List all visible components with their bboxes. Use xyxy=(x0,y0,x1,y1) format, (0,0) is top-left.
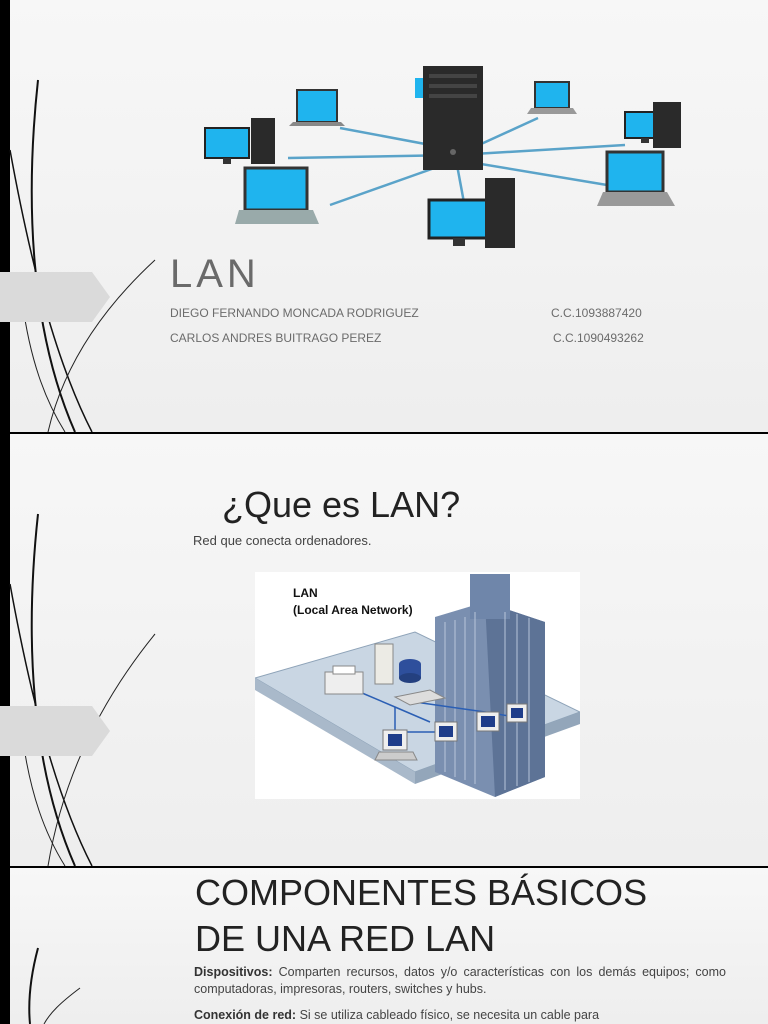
slide-title: ¿Que es LAN? xyxy=(222,484,461,525)
slide-left-bar xyxy=(0,434,10,866)
slide-title: LAN xyxy=(170,252,260,296)
office-building-icon xyxy=(435,574,545,797)
author-row: DIEGO FERNANDO MONCADA RODRIGUEZ C.C.109… xyxy=(170,306,670,320)
server-icon xyxy=(374,643,394,685)
author-name: DIEGO FERNANDO MONCADA RODRIGUEZ xyxy=(170,306,419,320)
desktop-computer-icon xyxy=(427,178,515,248)
laptop-icon xyxy=(235,166,319,224)
database-icon xyxy=(399,659,421,683)
slide-title-line: DE UNA RED LAN xyxy=(195,918,496,959)
decorative-swoosh xyxy=(28,947,81,1024)
slide-subtitle: Red que conecta ordenadores. xyxy=(193,533,372,548)
desktop-computer-icon xyxy=(374,729,418,761)
component-text: Comparten recursos, datos y/o caracterís… xyxy=(194,965,726,996)
slide-title-line: COMPONENTES BÁSICOS xyxy=(195,872,648,913)
slide-left-bar xyxy=(0,868,10,1024)
component-text: Si se utiliza cableado físico, se necesi… xyxy=(296,1008,600,1022)
network-diagram xyxy=(204,66,681,248)
component-description: Conexión de red: Si se utiliza cableado … xyxy=(194,1007,726,1024)
desktop-computer-icon xyxy=(204,118,275,164)
desktop-computer-icon xyxy=(624,102,681,148)
desktop-computer-icon xyxy=(506,703,528,723)
component-term: Conexión de red: xyxy=(194,1008,297,1022)
title-slide: LAN DIEGO FERNANDO MONCADA RODRIGUEZ C.C… xyxy=(0,0,768,432)
laptop-icon xyxy=(597,150,675,206)
server-icon xyxy=(423,66,483,170)
slide-tab-shape xyxy=(0,706,110,756)
slide-tab-shape xyxy=(0,272,110,322)
desktop-computer-icon xyxy=(476,711,500,732)
author-id: C.C.1090493262 xyxy=(553,331,644,345)
printer-icon xyxy=(324,665,364,695)
lan-label-subtitle: (Local Area Network) xyxy=(293,603,413,617)
laptop-icon xyxy=(527,81,577,114)
slide-title: COMPONENTES BÁSICOS DE UNA RED LAN xyxy=(195,870,647,962)
decorative-swoosh xyxy=(9,79,156,432)
monitor-icon xyxy=(415,78,423,98)
desktop-computer-icon xyxy=(434,721,458,742)
slide-left-bar xyxy=(0,0,10,432)
laptop-icon xyxy=(289,89,345,126)
component-term: Dispositivos: xyxy=(194,965,273,979)
author-row: CARLOS ANDRES BUITRAGO PEREZ C.C.1090493… xyxy=(170,331,670,345)
component-description: Dispositivos: Comparten recursos, datos … xyxy=(194,964,726,998)
switch-icon xyxy=(393,689,447,706)
author-id: C.C.1093887420 xyxy=(551,306,642,320)
author-name: CARLOS ANDRES BUITRAGO PEREZ xyxy=(170,331,382,345)
lan-label: LAN xyxy=(293,586,318,600)
components-slide xyxy=(0,868,768,1024)
lan-illustration: LAN (Local Area Network) xyxy=(255,572,580,799)
decorative-swoosh xyxy=(9,513,156,866)
